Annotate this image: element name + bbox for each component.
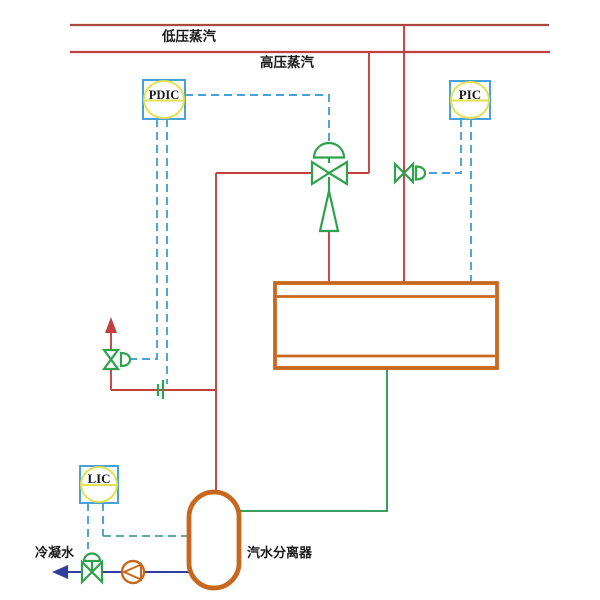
pdic-to-prv-signal (185, 94, 330, 142)
lp-steam-label: 低压蒸汽 (161, 28, 216, 45)
condensate-control-valve (80, 552, 104, 585)
vent-valve-actuator-icon (119, 351, 132, 368)
pic-to-valve-signal (425, 119, 462, 174)
lp-valve-actuator-icon (414, 165, 427, 181)
instrument-lic: LIC (79, 465, 119, 504)
heat-exchanger (273, 281, 499, 370)
condensate-label: 冷凝水 (35, 545, 75, 561)
condensate-valve-body-left (80, 559, 94, 585)
lic-tag: LIC (87, 471, 110, 486)
condensate-pump (120, 559, 146, 585)
prv-body-left (310, 159, 332, 187)
vent-arrow (105, 317, 117, 333)
condensate-arrow (52, 565, 68, 579)
pic-tag: PIC (459, 87, 481, 102)
lp-valve-body-right (402, 161, 415, 185)
prv-body-right (326, 160, 349, 186)
pump-rotor-icon (121, 562, 142, 582)
condensate-valve-actuator-icon (82, 552, 102, 563)
steam-water-separator (186, 489, 242, 591)
pressure-reducing-control-valve (310, 141, 349, 233)
lp-valve-body-left (393, 161, 406, 185)
exchanger-outlet-pipe (239, 368, 388, 512)
pdic-tag: PDIC (149, 88, 180, 102)
hp-steam-label: 高压蒸汽 (260, 54, 314, 71)
prv-diaphragm-actuator-icon (312, 141, 346, 159)
separator-vessel (186, 489, 242, 591)
prv-reducer-cone (318, 190, 340, 233)
separator-label: 汽水分离器 (247, 545, 313, 561)
vent-control-valve (101, 348, 132, 371)
pdic-to-vent-valve-signal (131, 119, 158, 360)
instrument-pdic: PDIC (142, 79, 186, 120)
lp-steam-control-valve (393, 161, 427, 185)
condensate-valve-body-right (90, 559, 104, 585)
instrument-pic: PIC (449, 80, 491, 120)
vent-valve-body-top (101, 348, 121, 362)
vent-valve-body-bottom (101, 357, 121, 371)
